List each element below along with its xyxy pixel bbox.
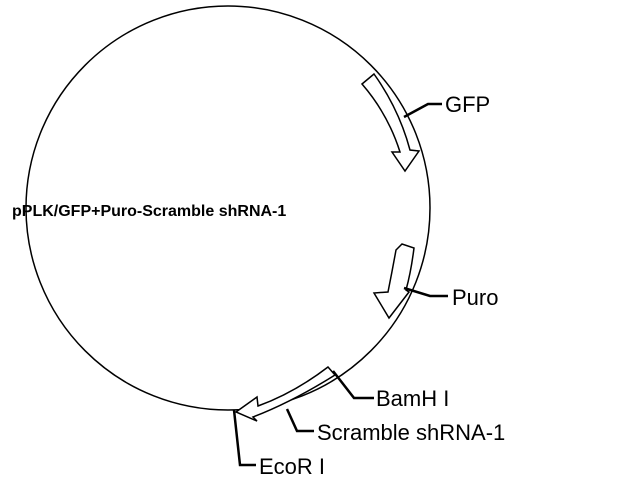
gfp-feature-arrow (360, 72, 421, 173)
puro-feature-arrow (372, 243, 415, 320)
scramble-shrna-feature-arrow (234, 365, 337, 422)
gfp-label: GFP (445, 92, 490, 117)
ecor1-leader-line (232, 409, 256, 467)
plasmid-backbone (25, 5, 431, 411)
ecor1-label: EcoR I (259, 454, 325, 479)
gfp-leader-line (403, 102, 442, 119)
scramble-shrna-label: Scramble shRNA-1 (317, 420, 505, 445)
puro-leader-line (403, 286, 448, 298)
puro-label: Puro (452, 285, 498, 310)
bamh1-label: BamH I (376, 386, 449, 411)
bamh1-leader-line (332, 370, 374, 400)
scramble-shrna-leader-line (285, 408, 314, 433)
plasmid-name-label: pPLK/GFP+Puro-Scramble shRNA-1 (12, 203, 286, 220)
